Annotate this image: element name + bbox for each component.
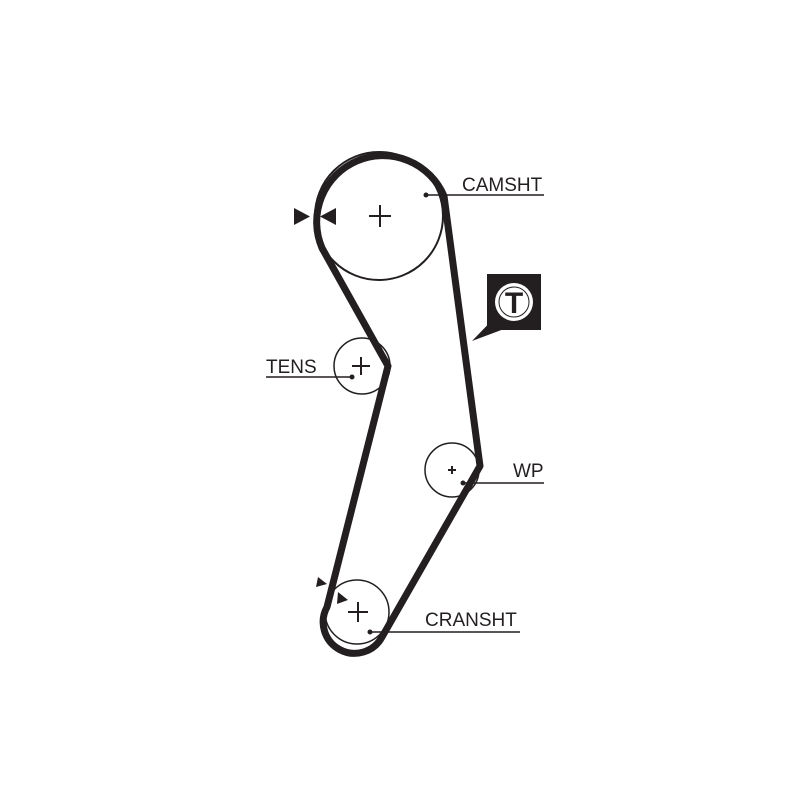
camshaft-leader <box>423 192 544 198</box>
timing-belt <box>313 152 484 657</box>
tensioner-marker-letter: T <box>505 287 523 320</box>
camshaft-center-mark <box>369 205 391 227</box>
water-pump-leader <box>460 480 544 486</box>
tensioner-marker-icon: T <box>472 274 541 341</box>
water-pump-label: WP <box>513 461 544 482</box>
tensioner-center-mark <box>352 357 370 375</box>
crankshaft-center-mark <box>348 602 368 622</box>
camshaft-label: CAMSHT <box>462 175 543 196</box>
tensioner-label: TENS <box>266 357 317 378</box>
crankshaft-leader <box>367 629 520 635</box>
crankshaft-timing-mark-icon <box>316 577 348 604</box>
crankshaft-label: CRANSHT <box>425 610 517 631</box>
water-pump-center-mark <box>448 466 456 474</box>
tensioner-leader <box>266 374 355 380</box>
camshaft-timing-mark-icon <box>294 208 336 225</box>
